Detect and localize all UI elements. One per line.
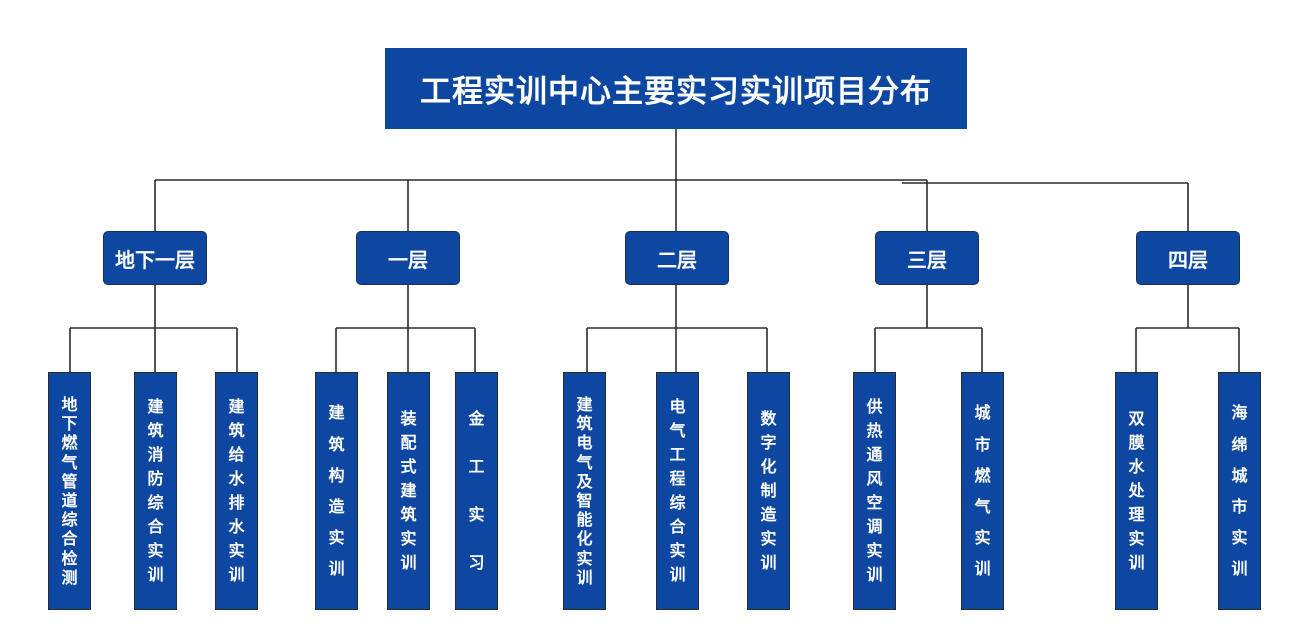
item-electrical-engineering: 电气工程综合实训	[656, 372, 699, 610]
floor-basement-1: 地下一层	[103, 231, 207, 285]
item-label: 海绵城市实训	[1231, 403, 1248, 579]
item-metalwork: 金工实习	[455, 372, 498, 610]
item-building-electrical: 建筑电气及智能化实训	[563, 372, 606, 610]
item-hvac: 供热通风空调实训	[853, 372, 896, 610]
floor-1: 一层	[356, 231, 460, 285]
item-label: 建筑构造实训	[328, 403, 345, 579]
item-digital-manufacturing: 数字化制造实训	[747, 372, 790, 610]
item-label: 电气工程综合实训	[669, 397, 686, 584]
item-label: 地下燃气管道综合检测	[61, 395, 78, 587]
item-label: 装配式建筑实训	[400, 409, 417, 572]
item-water-supply-drainage: 建筑给水排水实训	[215, 372, 258, 610]
item-building-construction: 建筑构造实训	[315, 372, 358, 610]
floor-3: 三层	[875, 231, 979, 285]
item-label: 建筑给水排水实训	[228, 397, 245, 584]
item-city-gas: 城市燃气实训	[961, 372, 1004, 610]
item-label: 供热通风空调实训	[866, 397, 883, 584]
item-label: 金工实习	[468, 409, 485, 572]
chart-title: 工程实训中心主要实习实训项目分布	[385, 48, 967, 129]
floor-4: 四层	[1136, 231, 1240, 285]
item-label: 城市燃气实训	[974, 403, 991, 579]
item-label: 数字化制造实训	[760, 409, 777, 572]
item-sponge-city: 海绵城市实训	[1218, 372, 1261, 610]
item-membrane-water-treatment: 双膜水处理实训	[1115, 372, 1158, 610]
item-label: 双膜水处理实训	[1128, 409, 1145, 572]
item-underground-gas-pipeline: 地下燃气管道综合检测	[48, 372, 91, 610]
floor-2: 二层	[625, 231, 729, 285]
item-label: 建筑电气及智能化实训	[576, 395, 593, 587]
item-fire-protection: 建筑消防综合实训	[134, 372, 177, 610]
item-prefab-building: 装配式建筑实训	[387, 372, 430, 610]
item-label: 建筑消防综合实训	[147, 397, 164, 584]
